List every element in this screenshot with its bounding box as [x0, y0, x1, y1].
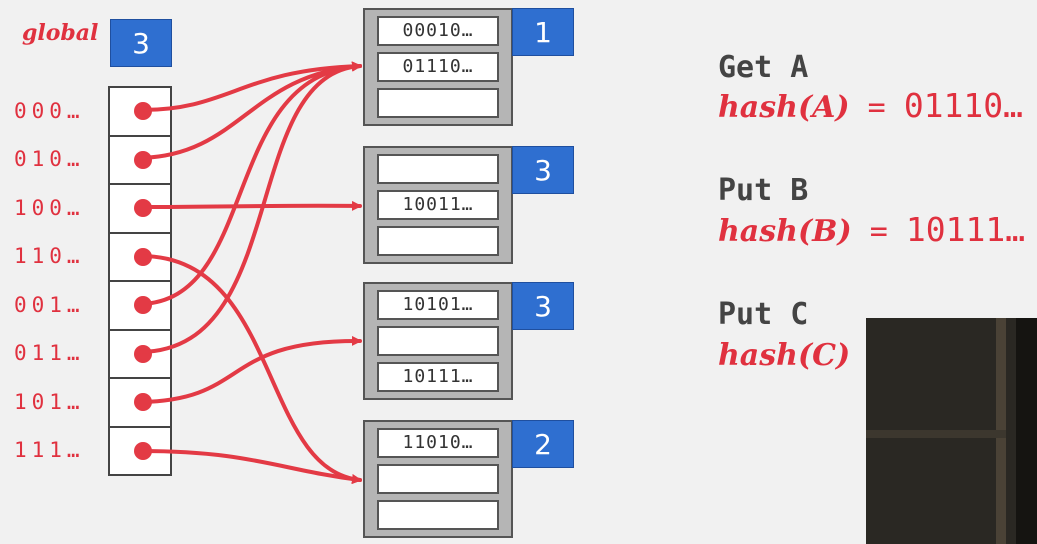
equals-sign: =: [851, 214, 906, 249]
directory-label: 110…: [14, 244, 85, 268]
bucket-entry: [377, 326, 499, 356]
speaker-video-overlay: [866, 318, 1037, 544]
hash-function: hash(B): [718, 214, 852, 249]
hash-function: hash(A): [718, 90, 850, 125]
directory-label: 011…: [14, 341, 85, 365]
directory-label: 000…: [14, 99, 85, 123]
equals-sign: =: [849, 90, 904, 125]
bucket-1: 00010… 01110…: [363, 8, 513, 126]
local-depth-box: 2: [512, 420, 574, 468]
hash-function: hash(C): [718, 338, 851, 373]
bucket-4: 11010…: [363, 420, 513, 538]
bucket-entry: [377, 500, 499, 530]
bucket-entry: 10011…: [377, 190, 499, 220]
local-depth-box: 3: [512, 146, 574, 194]
global-depth-box: 3: [110, 19, 172, 67]
directory-label: 010…: [14, 147, 85, 171]
bucket-entry: 10111…: [377, 362, 499, 392]
arrow-000-to-bucket1: [139, 61, 362, 112]
bucket-entry: 10101…: [377, 290, 499, 320]
operation-hash: hash(B) = 10111…: [718, 210, 1025, 249]
bucket-entry: [377, 464, 499, 494]
directory-label: 100…: [14, 196, 85, 220]
directory-label: 101…: [14, 390, 85, 414]
directory-label: 001…: [14, 293, 85, 317]
local-depth-box: 1: [512, 8, 574, 56]
arrow-011-to-bucket1: [139, 61, 362, 354]
arrow-100-to-bucket2: [139, 200, 362, 211]
bucket-entry: [377, 226, 499, 256]
operation-title: Get A: [718, 50, 809, 85]
operation-title: Put C: [718, 297, 809, 332]
operation-title: Put B: [718, 173, 809, 208]
arrow-111-to-bucket4: [139, 449, 362, 484]
bucket-entry: [377, 88, 499, 118]
arrow-110-to-bucket4: [139, 254, 362, 485]
arrow-001-to-bucket1: [139, 61, 362, 306]
bucket-entry: [377, 154, 499, 184]
operation-hash: hash(A) = 01110…: [718, 86, 1023, 125]
operation-hash: hash(C) =: [718, 334, 886, 373]
bucket-entry: 11010…: [377, 428, 499, 458]
bucket-3: 10101… 10111…: [363, 282, 513, 400]
bucket-entry: 00010…: [377, 16, 499, 46]
hash-value: 01110…: [903, 86, 1024, 125]
bucket-2: 10011…: [363, 146, 513, 264]
directory-label: 111…: [14, 438, 85, 462]
arrow-010-to-bucket1: [139, 61, 362, 160]
local-depth-box: 3: [512, 282, 574, 330]
arrow-101-to-bucket3: [139, 335, 362, 404]
hash-value: 10111…: [905, 210, 1026, 249]
global-label: global: [22, 20, 99, 46]
bucket-entry: 01110…: [377, 52, 499, 82]
